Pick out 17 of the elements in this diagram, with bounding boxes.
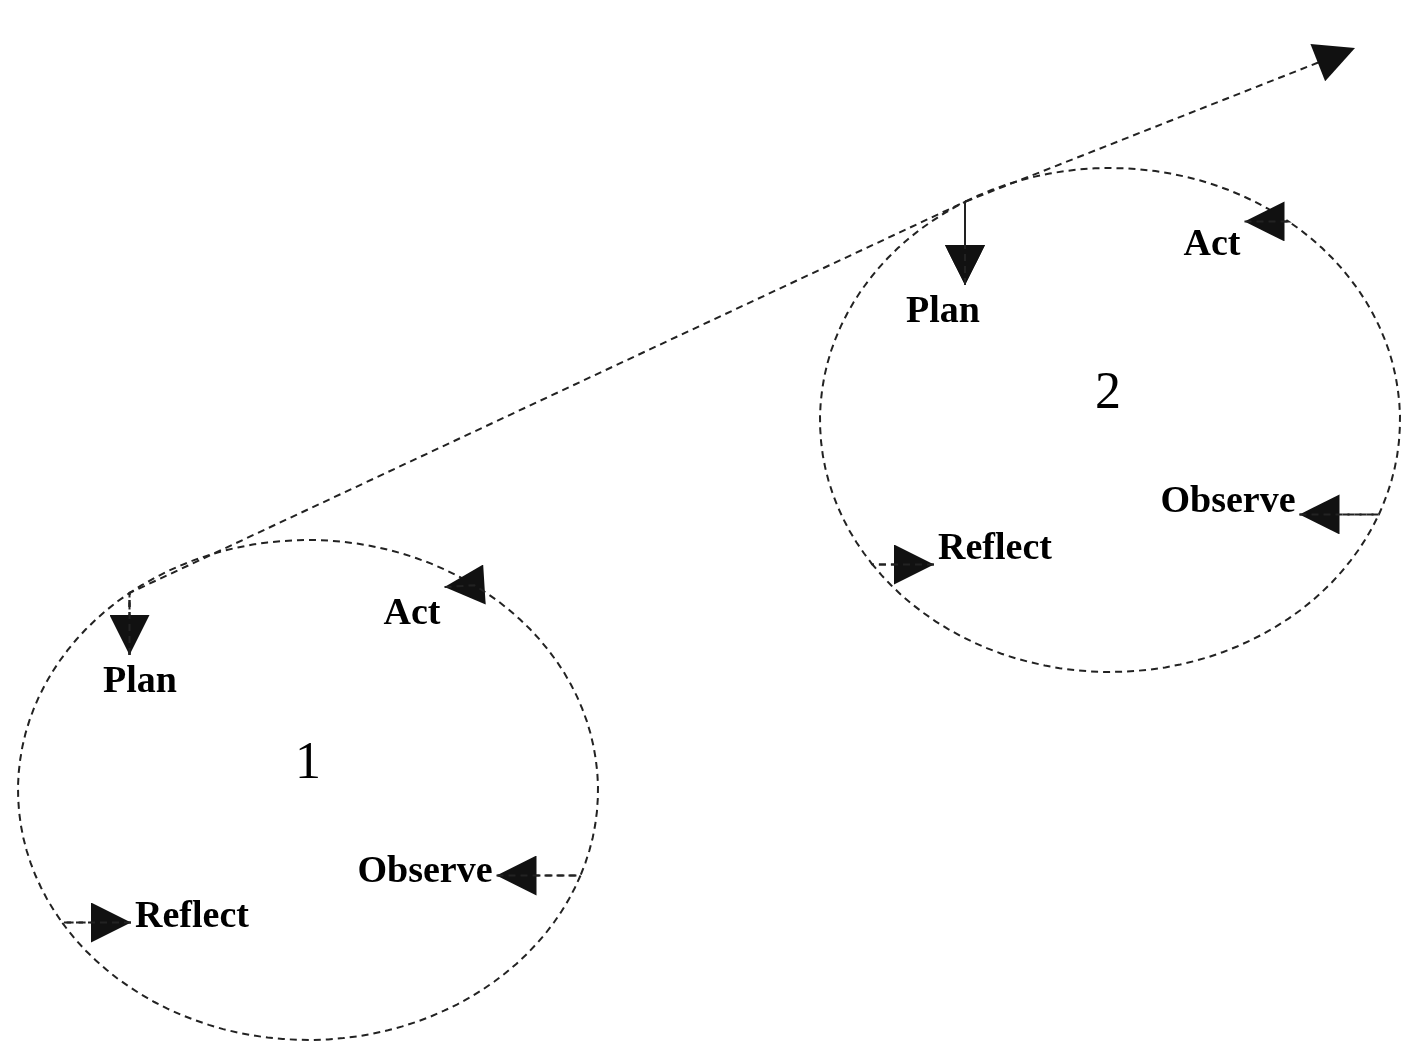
dashed-arrow xyxy=(17,591,150,924)
dashed-arrow xyxy=(819,200,985,566)
step-label: Plan xyxy=(906,289,980,331)
dashed-arrow xyxy=(443,584,599,896)
step-label: Reflect xyxy=(938,526,1052,568)
cycle-number: 1 xyxy=(295,730,321,790)
dashed-arrow xyxy=(60,874,583,1041)
cycle-number: 2 xyxy=(1095,360,1121,420)
dashed-arrow xyxy=(1243,220,1401,535)
step-label: Observe xyxy=(1160,479,1296,521)
dashed-arrow xyxy=(964,44,1356,287)
step-label: Act xyxy=(1183,222,1241,264)
step-label: Act xyxy=(383,591,441,633)
step-label: Plan xyxy=(103,659,177,701)
step-label: Observe xyxy=(357,849,493,891)
dashed-arrow xyxy=(870,513,1381,673)
step-label: Reflect xyxy=(135,894,249,936)
